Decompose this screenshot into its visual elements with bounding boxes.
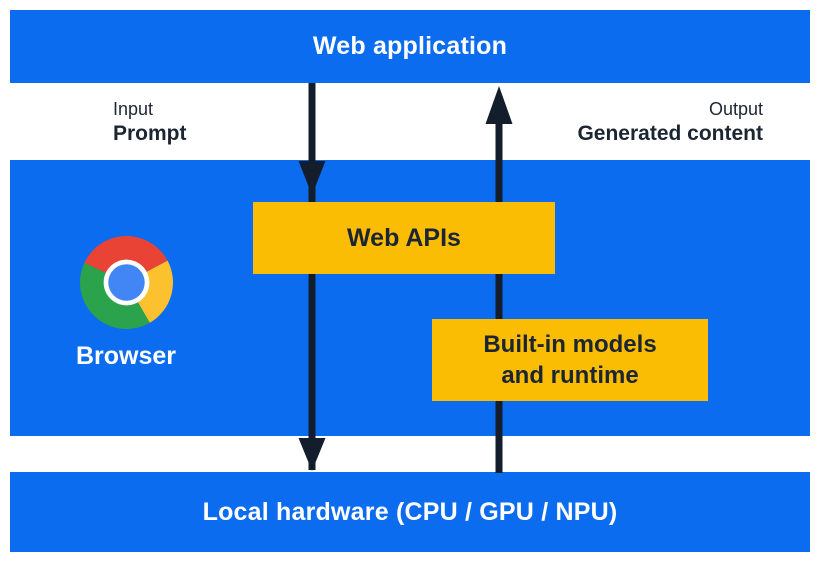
- browser-label: Browser: [75, 342, 177, 370]
- chrome-logo-icon: [80, 236, 173, 329]
- builtin-models-box: Built-in models and runtime: [432, 319, 708, 401]
- web-apis-box: Web APIs: [253, 202, 555, 274]
- web-apis-label: Web APIs: [347, 223, 461, 252]
- output-caption: Output: [708, 99, 763, 119]
- input-caption: Input: [113, 99, 154, 119]
- local-hardware-label: Local hardware (CPU / GPU / NPU): [202, 497, 618, 526]
- input-labels: Input Prompt: [113, 99, 187, 146]
- builtin-models-label-line1: Built-in models: [483, 331, 657, 358]
- builtin-models-label-line2: and runtime: [501, 362, 639, 389]
- generated-content-label: Generated content: [577, 122, 763, 145]
- web-application-bar: Web application: [10, 10, 810, 83]
- input-prompt-label: Prompt: [113, 122, 187, 145]
- local-hardware-bar: Local hardware (CPU / GPU / NPU): [10, 472, 810, 552]
- web-application-label: Web application: [312, 32, 508, 60]
- output-labels: Output Generated content: [577, 99, 763, 146]
